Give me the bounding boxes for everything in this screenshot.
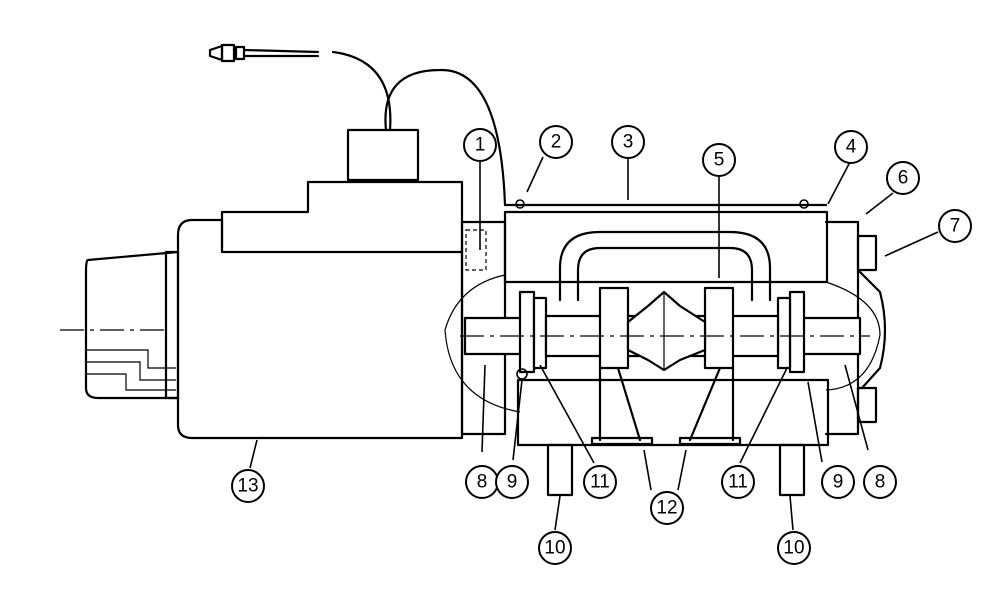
svg-text:8: 8	[875, 472, 886, 493]
svg-text:11: 11	[728, 472, 748, 493]
svg-text:1: 1	[475, 135, 486, 156]
svg-text:10: 10	[783, 538, 804, 559]
svg-text:2: 2	[551, 132, 562, 153]
leader-lines	[249, 155, 939, 531]
svg-text:9: 9	[833, 472, 844, 493]
callout-1: 1	[463, 128, 497, 162]
callout-2: 2	[539, 125, 573, 159]
callout-8-right: 8	[863, 465, 897, 499]
wire-connector	[208, 43, 507, 207]
callout-6: 6	[886, 161, 920, 195]
svg-text:8: 8	[477, 472, 488, 493]
callout-10-right: 10	[777, 531, 811, 565]
callout-4: 4	[834, 130, 868, 164]
callout-5: 5	[702, 143, 736, 177]
callout-3: 3	[611, 125, 645, 159]
svg-text:3: 3	[623, 132, 634, 153]
svg-text:6: 6	[898, 168, 909, 189]
solenoid-body	[60, 128, 464, 440]
svg-text:4: 4	[846, 137, 857, 158]
svg-text:5: 5	[714, 150, 725, 171]
callout-9-right: 9	[821, 465, 855, 499]
svg-text:7: 7	[950, 216, 961, 237]
spool	[460, 286, 870, 497]
callout-13: 13	[231, 469, 265, 503]
callout-11-right: 11	[721, 465, 755, 499]
callout-12: 12	[650, 491, 684, 525]
svg-text:9: 9	[507, 472, 518, 493]
callout-9-left: 9	[495, 465, 529, 499]
callout-11-left: 11	[583, 465, 617, 499]
svg-text:13: 13	[237, 476, 258, 497]
svg-text:11: 11	[590, 472, 610, 493]
callout-10-left: 10	[538, 531, 572, 565]
callout-7: 7	[938, 209, 972, 243]
svg-text:10: 10	[544, 538, 565, 559]
callout-8-left: 8	[465, 465, 499, 499]
svg-text:12: 12	[656, 498, 677, 519]
